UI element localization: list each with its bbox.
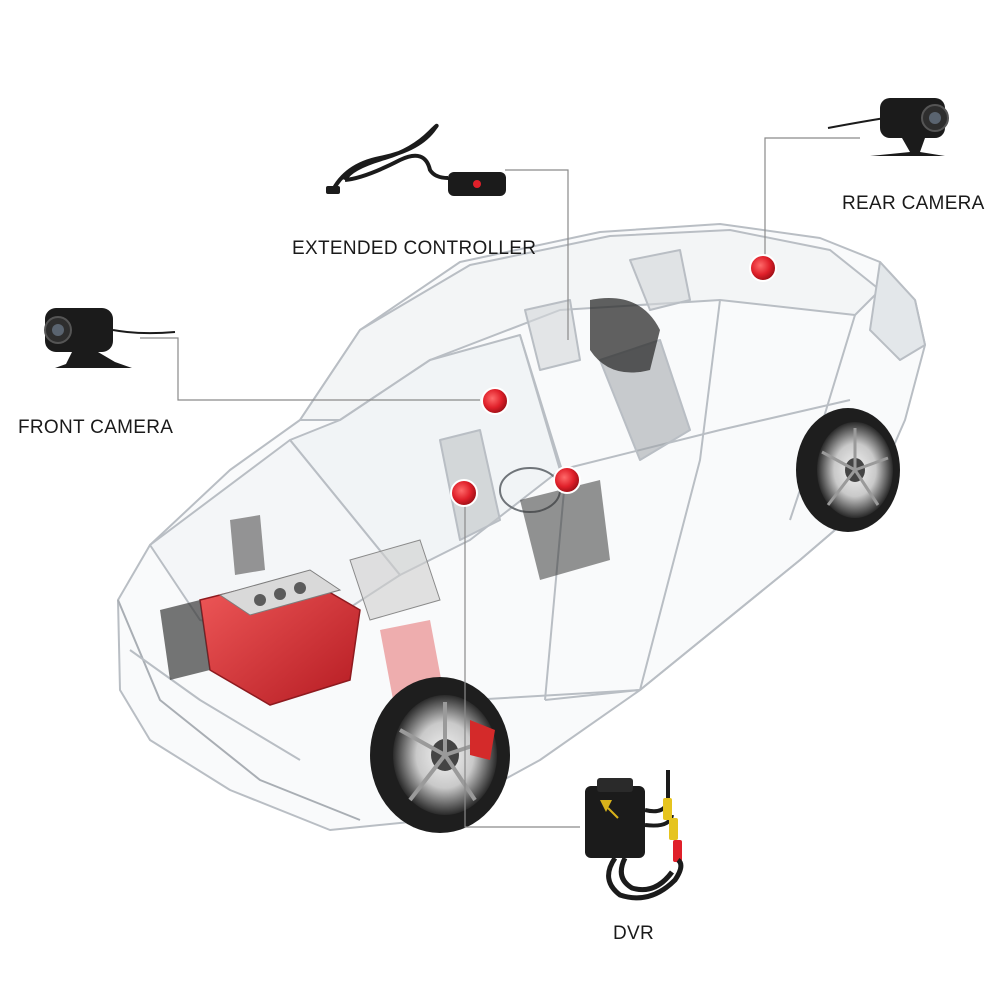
marker-rear-camera [749, 254, 777, 282]
marker-front-camera [481, 387, 509, 415]
rear-camera-icon [827, 98, 949, 156]
front-wheel [370, 677, 510, 833]
engine-illustration [160, 515, 445, 710]
dvr-label: DVR [613, 923, 655, 944]
marker-extended-controller [553, 466, 581, 494]
front-camera-label: FRONT CAMERA [18, 417, 174, 438]
rear-wheel [796, 408, 900, 532]
leader-lines [140, 137, 860, 828]
leader-line-extended-controller [505, 169, 569, 340]
marker-dvr [450, 479, 478, 507]
leader-line-front-camera [140, 337, 480, 401]
leader-line-dvr [464, 505, 580, 828]
dvr-unit-icon [585, 770, 684, 901]
extended-controller-icon [326, 123, 506, 196]
installation-markers [450, 254, 777, 507]
rear-camera-label: REAR CAMERA [842, 193, 985, 214]
front-camera-icon [44, 308, 176, 368]
leader-line-rear-camera [764, 137, 860, 262]
extended-controller-label: EXTENDED CONTROLLER [292, 238, 537, 259]
